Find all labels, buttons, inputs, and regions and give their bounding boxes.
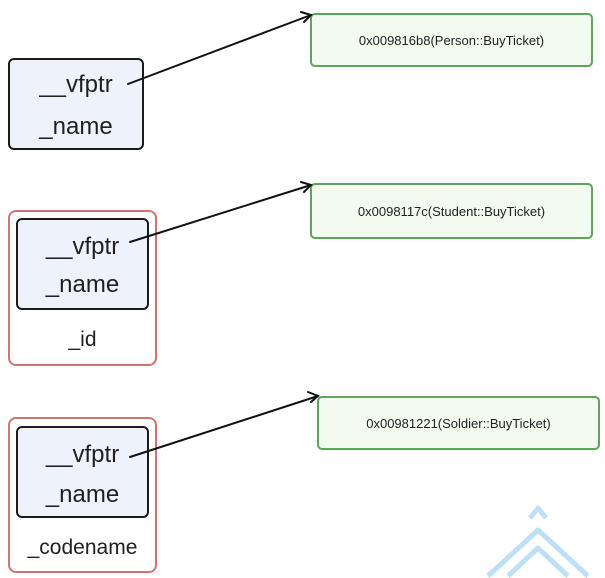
soldier-name-field: _name [45, 481, 120, 508]
soldier-vtable-entry: 0x00981221(Soldier::BuyTicket) [317, 396, 600, 450]
person-vfptr-field: __vfptr [39, 71, 113, 98]
soldier-object-box: __vfptr _name _codename [8, 417, 157, 573]
student-vfptr-arrow [129, 184, 312, 243]
person-name-field: _name [39, 113, 113, 140]
soldier-base-subobject: __vfptr _name [16, 426, 149, 518]
student-vtable-entry: 0x0098117c(Student::BuyTicket) [310, 183, 593, 239]
person-vtable-entry: 0x009816b8(Person::BuyTicket) [310, 13, 593, 67]
watermark-logo-icon [486, 505, 590, 578]
student-base-subobject: __vfptr _name [16, 218, 149, 310]
soldier-vfptr-field: __vfptr [45, 441, 120, 468]
soldier-vfptr-arrow [129, 395, 319, 458]
soldier-codename-field: _codename [27, 536, 138, 559]
student-name-field: _name [45, 271, 120, 298]
person-vfptr-arrow [127, 14, 312, 85]
person-object-box: __vfptr _name [8, 58, 144, 150]
student-vfptr-field: __vfptr [45, 233, 120, 260]
student-object-box: __vfptr _name _id [8, 210, 157, 366]
student-id-field: _id [68, 328, 97, 351]
